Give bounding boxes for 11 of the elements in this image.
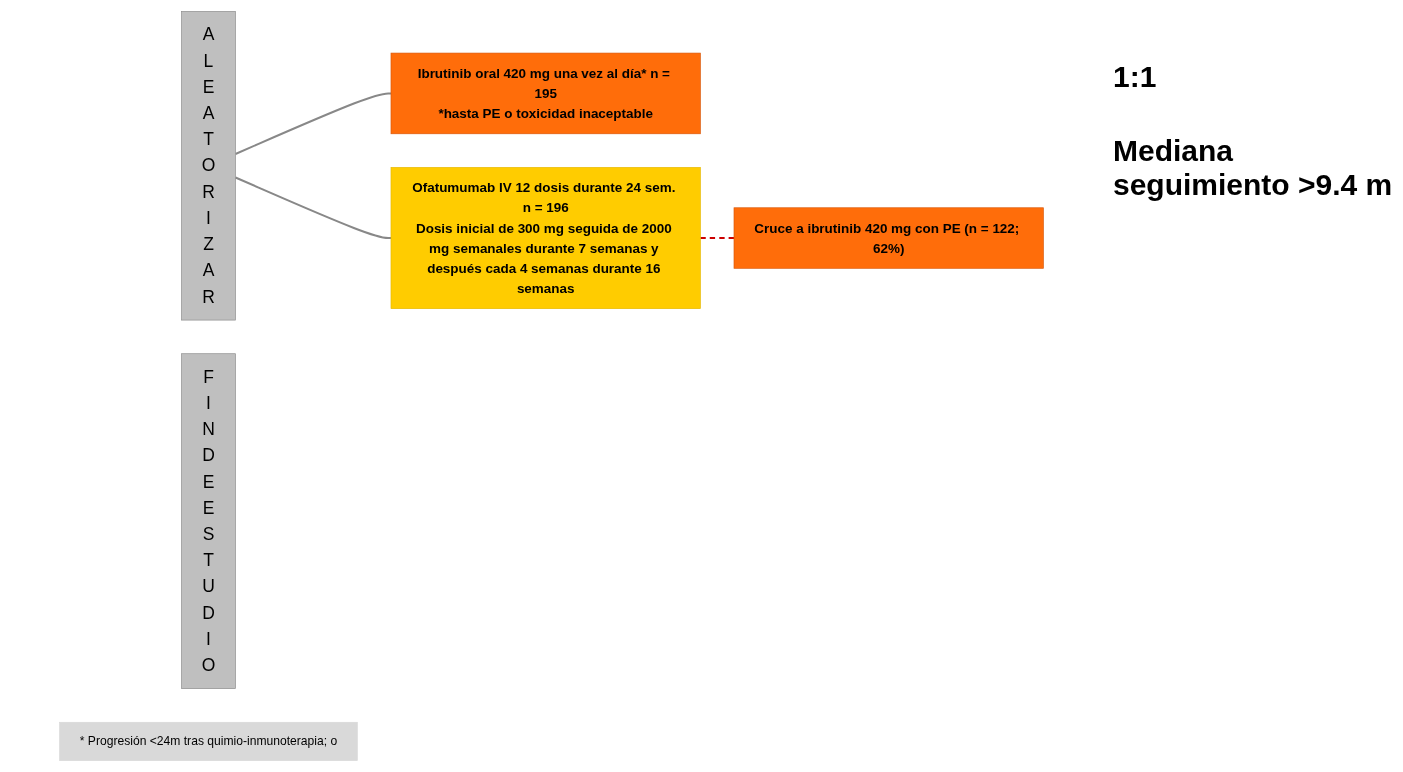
node-box: Cruce a ibrutinib 420 mg con PE (n = 122; 62%): [733, 207, 1044, 269]
connector: [700, 237, 734, 240]
connector: [235, 92, 391, 155]
node-box: Ofatumumab IV 12 dosis durante 24 sem. n = 196 Dosis inicial de 300 mg seguida de 2000 mg semanales durante 7 semanas y después cada 4 semanas durante 16 semanas: [390, 167, 701, 309]
node-box: F I N D E E S T U D I O: [181, 353, 236, 689]
connector: [235, 176, 391, 240]
node-box: * Progresión <24m tras quimio-inmunoterapia; o: [59, 721, 358, 761]
node-box: Ibrutinib oral 420 mg una vez al día* n = 195 *hasta PE o toxicidad inaceptable: [390, 52, 701, 135]
node-box: A L E A T O R I Z A R: [181, 11, 236, 321]
note-text: Mediana seguimiento >9.4 m: [1113, 134, 1393, 202]
note-text: 1:1: [1113, 60, 1157, 94]
